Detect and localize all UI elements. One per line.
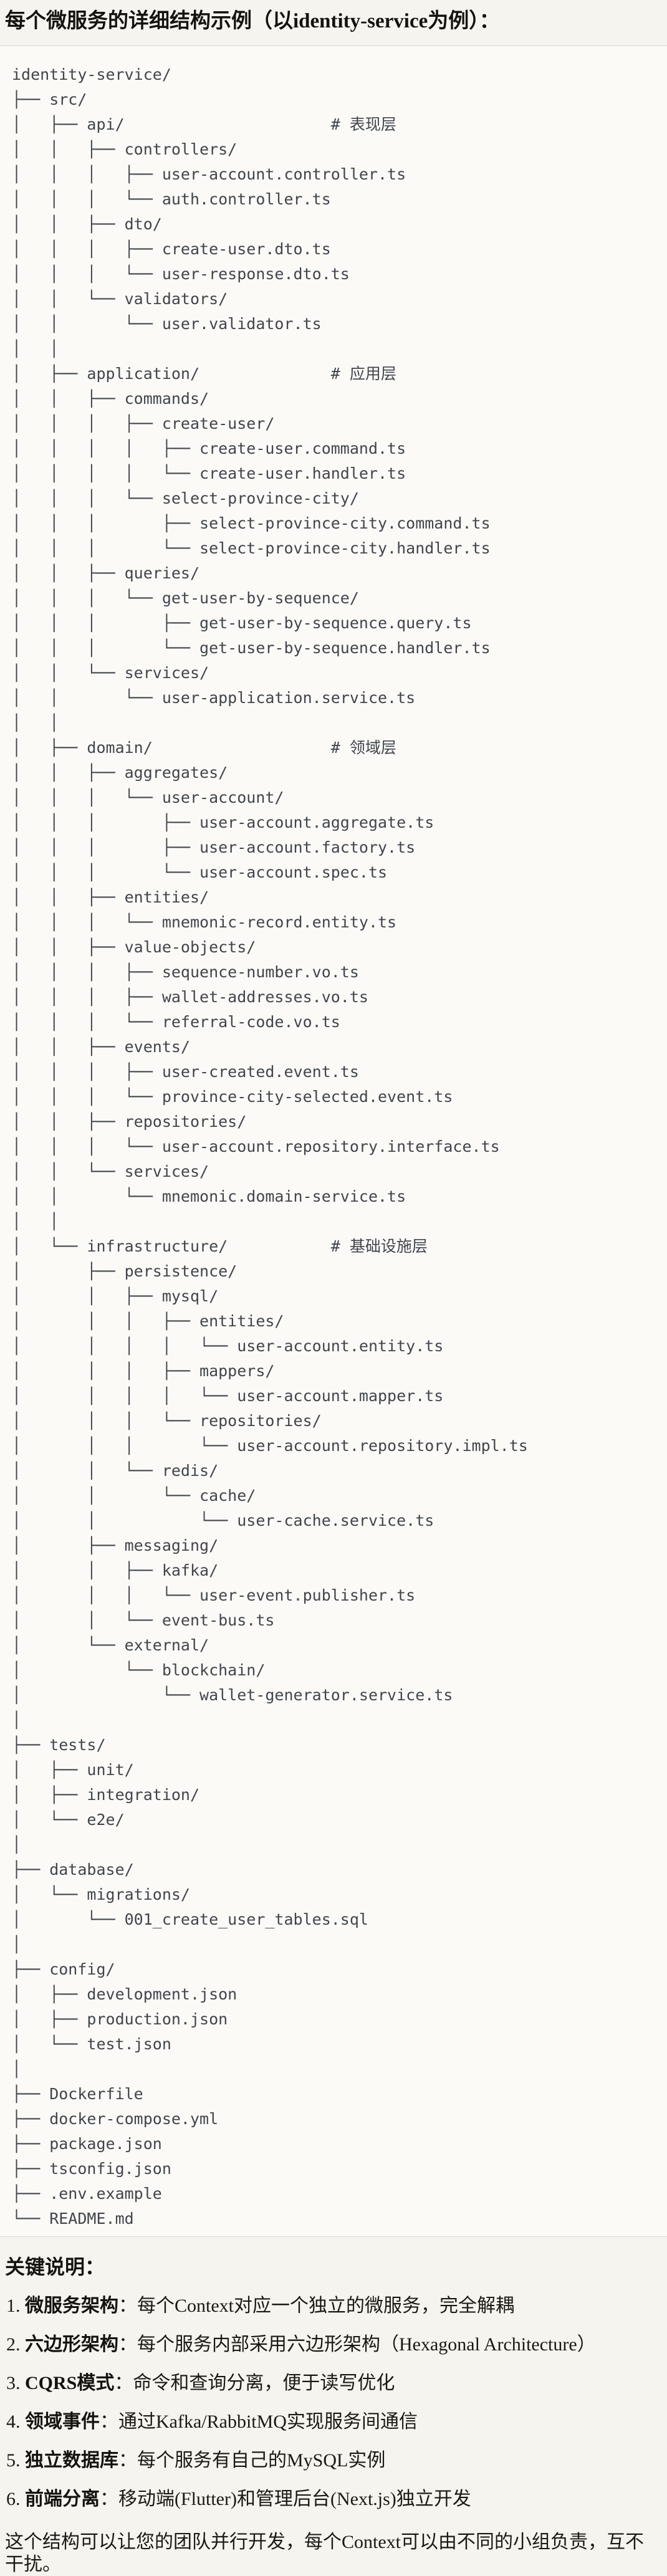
key-notes-list: 1. 微服务架构：每个Context对应一个独立的微服务，完全解耦 2. 六边形… xyxy=(5,2296,660,2510)
note-description: ：通过Kafka/RabbitMQ实现服务间通信 xyxy=(100,2411,418,2432)
note-term: 独立数据库 xyxy=(25,2450,118,2471)
key-notes-section: 关键说明： 1. 微服务架构：每个Context对应一个独立的微服务，完全解耦 … xyxy=(0,2254,667,2576)
key-notes-heading: 关键说明： xyxy=(5,2256,105,2278)
note-description: ：每个服务有自己的MySQL实例 xyxy=(118,2450,386,2471)
note-number: 6. xyxy=(6,2489,25,2509)
note-number: 5. xyxy=(6,2450,25,2471)
directory-tree-code-block: identity-service/ ├── src/ │ ├── api/ # … xyxy=(0,45,667,2237)
note-term: CQRS模式 xyxy=(25,2373,115,2393)
note-item-frontend: 6. 前端分离：移动端(Flutter)和管理后台(Next.js)独立开发 xyxy=(6,2489,660,2510)
note-term: 前端分离 xyxy=(25,2489,100,2509)
closing-paragraph: 这个结构可以让您的团队并行开发，每个Context可以由不同的小组负责，互不干扰… xyxy=(5,2532,644,2575)
note-number: 4. xyxy=(6,2411,25,2432)
note-term: 微服务架构 xyxy=(25,2296,118,2316)
note-term: 六边形架构 xyxy=(25,2334,118,2355)
note-number: 1. xyxy=(6,2296,25,2316)
note-item-microservices: 1. 微服务架构：每个Context对应一个独立的微服务，完全解耦 xyxy=(6,2296,660,2317)
note-term: 领域事件 xyxy=(25,2411,100,2432)
note-item-hexagonal: 2. 六边形架构：每个服务内部采用六边形架构（Hexagonal Archite… xyxy=(6,2334,660,2355)
note-description: ：每个服务内部采用六边形架构（Hexagonal Architecture） xyxy=(118,2334,596,2355)
note-description: ：移动端(Flutter)和管理后台(Next.js)独立开发 xyxy=(100,2489,471,2509)
note-description: ：命令和查询分离，便于读写优化 xyxy=(114,2373,395,2393)
note-item-database: 5. 独立数据库：每个服务有自己的MySQL实例 xyxy=(6,2450,660,2471)
note-number: 3. xyxy=(6,2373,25,2393)
note-number: 2. xyxy=(6,2334,25,2355)
note-item-domain-events: 4. 领域事件：通过Kafka/RabbitMQ实现服务间通信 xyxy=(6,2411,660,2433)
page-title: 每个微服务的详细结构示例（以identity-service为例）： xyxy=(5,10,500,32)
note-description: ：每个Context对应一个独立的微服务，完全解耦 xyxy=(118,2296,514,2316)
note-item-cqrs: 3. CQRS模式：命令和查询分离，便于读写优化 xyxy=(6,2373,660,2394)
